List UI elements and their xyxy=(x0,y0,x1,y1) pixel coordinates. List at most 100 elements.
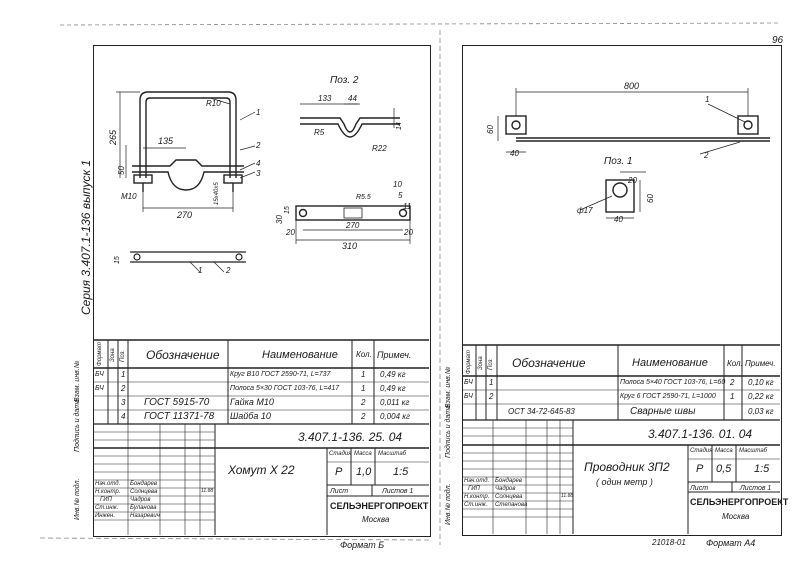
left-scale: 1:5 xyxy=(393,466,409,478)
left-scale-hdr: Масштаб xyxy=(378,451,407,457)
left-stage-hdr: Стадия xyxy=(329,451,352,457)
left-row2-name: Полоса 5×30 ГОСТ 103-76, L=417 xyxy=(230,385,340,392)
pos1-dim-60: 60 xyxy=(646,194,655,203)
dim-r10: R10 xyxy=(206,99,221,108)
left-sig-name-2: Солнцева xyxy=(130,489,158,495)
right-row1-format: БЧ xyxy=(464,379,473,386)
dim-30: 30 xyxy=(275,215,284,224)
dim-310: 310 xyxy=(342,241,358,251)
dim-20b: 20 xyxy=(404,228,413,237)
left-row1-format: БЧ xyxy=(95,371,104,378)
dim-14: 14 xyxy=(396,122,403,130)
left-row2-format: БЧ xyxy=(95,385,104,392)
dim-15x40: 15x40x5 xyxy=(214,182,220,205)
pos2-drawing xyxy=(300,117,400,138)
left-hdr-zone: Зона xyxy=(110,348,116,362)
right-hdr-zone: Зона xyxy=(478,356,484,370)
right-sig-role-2: ГИП xyxy=(468,486,480,492)
left-row4-name: Шайба 10 xyxy=(230,411,271,421)
right-doc-number: 3.407.1-136. 01. 04 xyxy=(648,427,753,441)
dim-r22: R22 xyxy=(372,144,387,153)
right-sig-role-1: Нач.отд. xyxy=(464,478,490,484)
pos1-dim-phi17: ф17 xyxy=(577,206,593,215)
right-format: Формат А4 xyxy=(706,538,756,548)
right-sig-name-3: Солнцева xyxy=(495,494,523,500)
right-table-grid xyxy=(462,344,780,534)
right-hdr-format: Формат xyxy=(466,350,472,374)
left-sig-name-3: Чадров xyxy=(130,497,151,503)
dim-133: 133 xyxy=(318,94,332,103)
left-row3-note: 0,011 кг xyxy=(380,398,410,407)
right-sig-date: 11.88 xyxy=(561,493,574,499)
left-doc-number: 3.407.1-136. 25. 04 xyxy=(298,430,403,444)
right-title-1: Проводник 3П2 xyxy=(584,460,670,474)
right-stamp-3: Взам. инв.№ xyxy=(445,366,452,408)
left-row4-designation: ГОСТ 11371-78 xyxy=(144,411,215,422)
left-row1-pos: 1 xyxy=(121,370,126,379)
right-row1-pos: 1 xyxy=(489,378,494,387)
left-stamp-2: Подпись и дата xyxy=(74,399,81,452)
right-row1-name: Полоса 5×40 ГОСТ 103-76, L=60 xyxy=(620,379,726,386)
left-row3-qty: 2 xyxy=(361,398,366,407)
pos1-dim-20: 20 xyxy=(628,176,637,185)
right-row3-note: 0,03 кг xyxy=(748,407,774,416)
left-title: Хомут Х 22 xyxy=(228,463,295,477)
left-row4-note: 0,004 кг xyxy=(380,412,410,421)
left-table-grid xyxy=(93,339,429,535)
right-callout-1: 1 xyxy=(705,95,710,104)
left-hdr-qty: Кол. xyxy=(356,350,372,359)
right-sheet xyxy=(462,45,782,536)
right-mass-hdr: Масса xyxy=(715,448,733,454)
corner-number: 96 xyxy=(772,35,784,46)
right-row2-qty: 1 xyxy=(730,392,735,401)
left-hdr-note: Примеч. xyxy=(377,350,412,360)
left-format: Формат Б xyxy=(340,540,385,550)
right-row2-format: БЧ xyxy=(464,393,473,400)
dim-15-strip: 15 xyxy=(284,206,291,214)
dim-50: 50 xyxy=(117,166,126,175)
left-sig-role-1: Нач.отд. xyxy=(95,481,121,487)
dim-265: 265 xyxy=(108,129,118,145)
callout-4: 4 xyxy=(256,159,261,168)
dim-m10: M10 xyxy=(121,192,137,201)
dim-800: 800 xyxy=(624,81,640,91)
right-scale-hdr: Масштаб xyxy=(739,448,768,454)
right-row2-note: 0,22 кг xyxy=(748,392,774,401)
right-row3-name: Сварные швы xyxy=(630,406,696,417)
pos1-dim-40: 40 xyxy=(614,215,623,224)
right-hdr-qty: Кол. xyxy=(727,359,743,368)
left-row2-pos: 2 xyxy=(121,384,126,393)
dim-r55: R5.5 xyxy=(356,194,371,201)
dim-10: 10 xyxy=(393,180,402,189)
left-stamp-1: Инв.№ подл. xyxy=(74,478,81,521)
right-stamp-2: Подпись и дата xyxy=(445,405,452,458)
left-sheets-label: Листов 1 xyxy=(382,488,414,495)
left-hdr-name: Наименование xyxy=(262,349,338,361)
right-row2-name: Круг 6 ГОСТ 2590-71, L=1000 xyxy=(620,393,716,400)
series-label: Серия 3.407.1-136 выпуск 1 xyxy=(79,159,93,315)
left-pos2-label: Поз. 2 xyxy=(330,75,359,86)
left-row2-note: 0,49 кг xyxy=(380,384,406,393)
callout-1: 1 xyxy=(256,108,261,117)
right-scale: 1:5 xyxy=(754,463,770,475)
left-row2-qty: 1 xyxy=(361,384,366,393)
right-sig-role-4: Ст.инж. xyxy=(464,502,488,508)
left-row3-pos: 3 xyxy=(121,398,126,407)
right-hdr-designation: Обозначение xyxy=(512,356,586,370)
right-hdr-name: Наименование xyxy=(632,357,708,369)
left-row1-qty: 1 xyxy=(361,370,366,379)
right-city: Москва xyxy=(722,512,750,521)
left-sig-name-4: Буланова xyxy=(130,505,157,511)
left-row4-pos: 4 xyxy=(121,412,126,421)
dim-270-main: 270 xyxy=(177,210,193,220)
left-city: Москва xyxy=(362,515,390,524)
left-stamp-3: Взам. инв.№ xyxy=(74,360,81,402)
right-hdr-pos: Поз. xyxy=(488,357,494,370)
dim-44: 44 xyxy=(348,94,357,103)
right-row1-note: 0,10 кг xyxy=(748,378,774,387)
dim-r5: R5 xyxy=(314,128,325,137)
bottom-callout-2: 2 xyxy=(226,266,231,275)
right-sheets-label: Листов 1 xyxy=(740,485,772,492)
dim-5: 5 xyxy=(398,191,403,200)
